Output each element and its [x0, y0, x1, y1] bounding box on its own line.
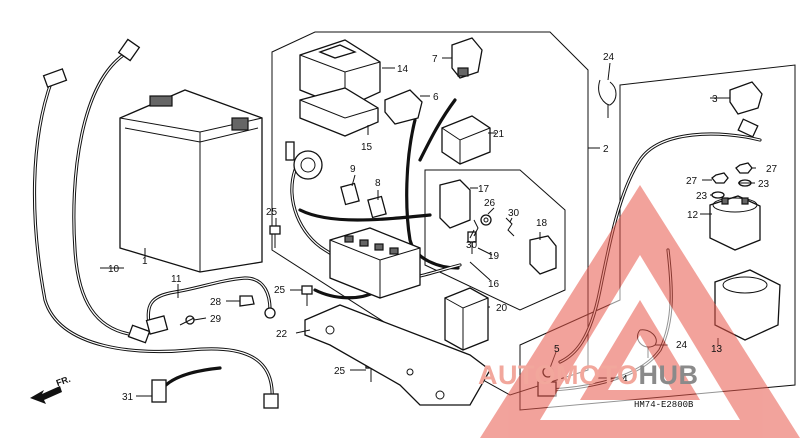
callout-24-b: 24 — [676, 340, 688, 351]
callout-30-b: 30 — [508, 208, 520, 219]
cable-10 — [72, 38, 151, 344]
callout-18: 18 — [536, 218, 548, 229]
callouts: 1 2 3 4 5 6 7 8 9 10 11 12 13 14 15 16 1… — [108, 52, 778, 403]
callout-11: 11 — [171, 274, 182, 285]
starter-relay-21 — [441, 115, 491, 165]
callout-7: 7 — [432, 54, 438, 65]
callout-22: 22 — [276, 329, 288, 340]
callout-30-a: 30 — [466, 240, 478, 251]
fuse-box-cover — [299, 39, 381, 109]
callout-23-a: 23 — [758, 179, 770, 190]
callout-17: 17 — [478, 184, 490, 195]
callout-3: 3 — [712, 94, 718, 105]
callout-6: 6 — [433, 92, 439, 103]
washer-26 — [480, 214, 492, 226]
watermark-part-1: AUTO — [478, 360, 557, 390]
watermark-part-3: HUB — [638, 360, 699, 390]
clip-30-a — [505, 217, 515, 237]
callout-12: 12 — [687, 210, 699, 221]
callout-25-a: 25 — [266, 207, 278, 218]
callout-13: 13 — [711, 344, 723, 355]
callout-27-b: 27 — [686, 176, 698, 187]
callout-21: 21 — [493, 129, 505, 140]
callout-31: 31 — [122, 392, 134, 403]
nut-27-b — [711, 172, 729, 184]
relay-18 — [529, 235, 557, 275]
fuse-box-base — [299, 87, 379, 137]
callout-25-b: 25 — [274, 285, 286, 296]
callout-5: 5 — [554, 344, 560, 355]
callout-8: 8 — [375, 178, 381, 189]
bolt-25-b — [301, 285, 313, 306]
terminal-cover-3 — [729, 81, 763, 115]
relay-17 — [439, 179, 471, 229]
watermark-part-2: MOTO — [556, 360, 639, 390]
drawing-code: HM74-E2800B — [634, 400, 694, 410]
subassembly-frame-relays — [424, 169, 566, 311]
callout-9: 9 — [350, 164, 356, 175]
callout-16: 16 — [488, 279, 500, 290]
cable-11 — [145, 276, 276, 335]
callout-19: 19 — [488, 251, 500, 262]
terminal-cap-7 — [451, 37, 483, 79]
watermark-text: AUTOMOTOHUB — [478, 360, 699, 391]
mounting-bracket-22 — [304, 304, 491, 406]
bolt-25-a — [269, 225, 281, 248]
connector-19 — [467, 231, 477, 254]
callout-10: 10 — [108, 264, 120, 275]
callout-20: 20 — [496, 303, 508, 314]
fuse-9 — [340, 182, 360, 206]
relay-block — [329, 227, 421, 299]
callout-26: 26 — [484, 198, 496, 209]
washer-23-b — [711, 191, 725, 199]
relay-holder-20 — [444, 287, 489, 351]
nut-27-a — [735, 162, 753, 174]
callout-1: 1 — [142, 256, 148, 267]
callout-24-a: 24 — [603, 52, 615, 63]
terminal-cap-6 — [384, 89, 423, 125]
clip-30-b — [473, 219, 479, 237]
harness-connector — [285, 141, 323, 180]
callout-4: 4 — [622, 374, 628, 385]
callout-23-b: 23 — [696, 191, 708, 202]
fuse-8 — [367, 195, 387, 219]
callout-25-c: 25 — [334, 366, 346, 377]
callout-29: 29 — [210, 314, 222, 325]
watermark-logo — [480, 185, 800, 438]
rubber-mount-13 — [714, 269, 781, 341]
callout-2: 2 — [603, 144, 609, 155]
callout-15: 15 — [361, 142, 373, 153]
starter-solenoid-12 — [709, 195, 761, 251]
direction-arrow-icon — [30, 386, 62, 404]
callout-27-a: 27 — [766, 164, 778, 175]
battery — [119, 89, 263, 273]
callout-28: 28 — [210, 297, 222, 308]
cable-clip-24-a — [598, 79, 617, 118]
cable-31 — [32, 68, 279, 409]
callout-14: 14 — [397, 64, 409, 75]
